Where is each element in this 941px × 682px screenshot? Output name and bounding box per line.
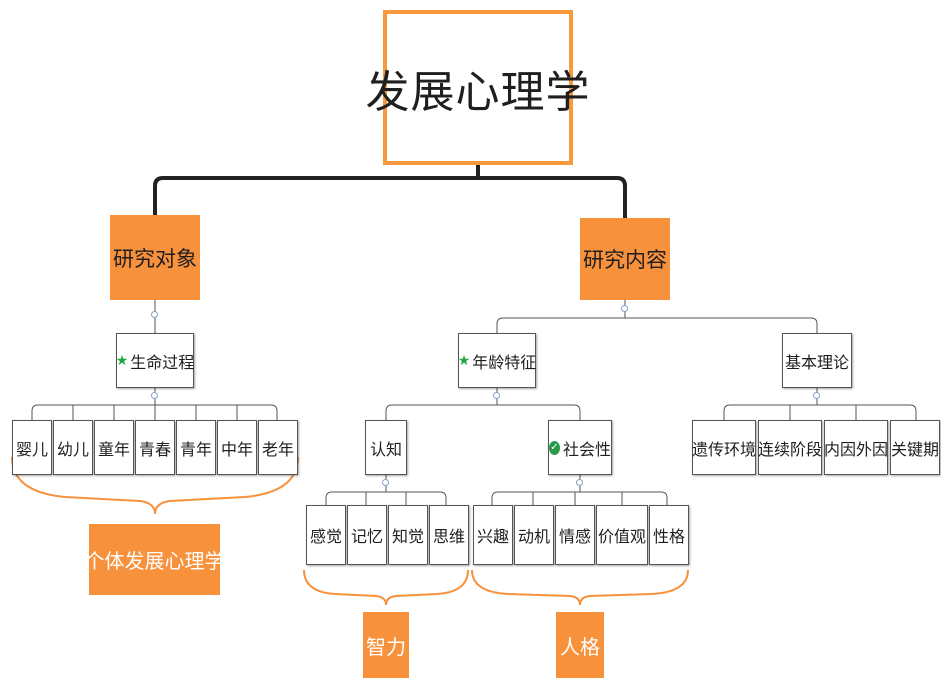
subtopic-age-features[interactable]: ★年龄特征 — [458, 333, 536, 388]
subtopic-cognition[interactable]: 认知 — [365, 420, 407, 475]
leaf-youth[interactable]: 青年 — [176, 420, 216, 475]
leaf-infant[interactable]: 婴儿 — [12, 420, 52, 475]
collapse-toggle[interactable] — [813, 392, 820, 399]
subtopic-life-process[interactable]: ★生命过程 — [116, 333, 194, 388]
summary-individual-psychology[interactable]: 个体发展心理学 — [85, 524, 225, 595]
leaf-toddler[interactable]: 幼儿 — [53, 420, 93, 475]
collapse-toggle[interactable] — [493, 392, 500, 399]
check-icon: ✓ — [549, 440, 560, 455]
leaf-continuity-stage[interactable]: 连续阶段 — [758, 420, 822, 475]
leaf-puberty[interactable]: 青春 — [135, 420, 175, 475]
leaf-critical-period[interactable]: 关键期 — [890, 420, 940, 475]
leaf-heredity-environment[interactable]: 遗传环境 — [692, 420, 756, 475]
star-icon: ★ — [457, 352, 471, 369]
collapse-toggle[interactable] — [151, 311, 158, 318]
leaf-values[interactable]: 价值观 — [596, 505, 648, 565]
leaf-thinking[interactable]: 思维 — [429, 505, 469, 565]
topic-research-object[interactable]: 研究对象 — [110, 215, 200, 300]
collapse-toggle[interactable] — [382, 479, 389, 486]
star-icon: ★ — [115, 352, 129, 369]
subtopic-sociality[interactable]: ✓社会性 — [548, 420, 612, 475]
topic-research-content[interactable]: 研究内容 — [580, 218, 670, 300]
leaf-perception[interactable]: 知觉 — [388, 505, 428, 565]
leaf-childhood[interactable]: 童年 — [94, 420, 134, 475]
leaf-memory[interactable]: 记忆 — [347, 505, 387, 565]
summary-intelligence[interactable]: 智力 — [363, 612, 409, 678]
leaf-emotion[interactable]: 情感 — [555, 505, 595, 565]
collapse-toggle[interactable] — [151, 392, 158, 399]
subtopic-basic-theory[interactable]: 基本理论 — [782, 333, 852, 388]
summary-personality[interactable]: 人格 — [556, 612, 604, 678]
leaf-internal-external[interactable]: 内因外因 — [824, 420, 888, 475]
leaf-motivation[interactable]: 动机 — [514, 505, 554, 565]
collapse-toggle[interactable] — [576, 479, 583, 486]
root-topic[interactable]: 发展心理学 — [366, 10, 590, 165]
leaf-middle-age[interactable]: 中年 — [217, 420, 257, 475]
collapse-toggle[interactable] — [621, 305, 628, 312]
leaf-character[interactable]: 性格 — [649, 505, 689, 565]
leaf-old-age[interactable]: 老年 — [258, 420, 298, 475]
leaf-sensation[interactable]: 感觉 — [306, 505, 346, 565]
leaf-interest[interactable]: 兴趣 — [473, 505, 513, 565]
